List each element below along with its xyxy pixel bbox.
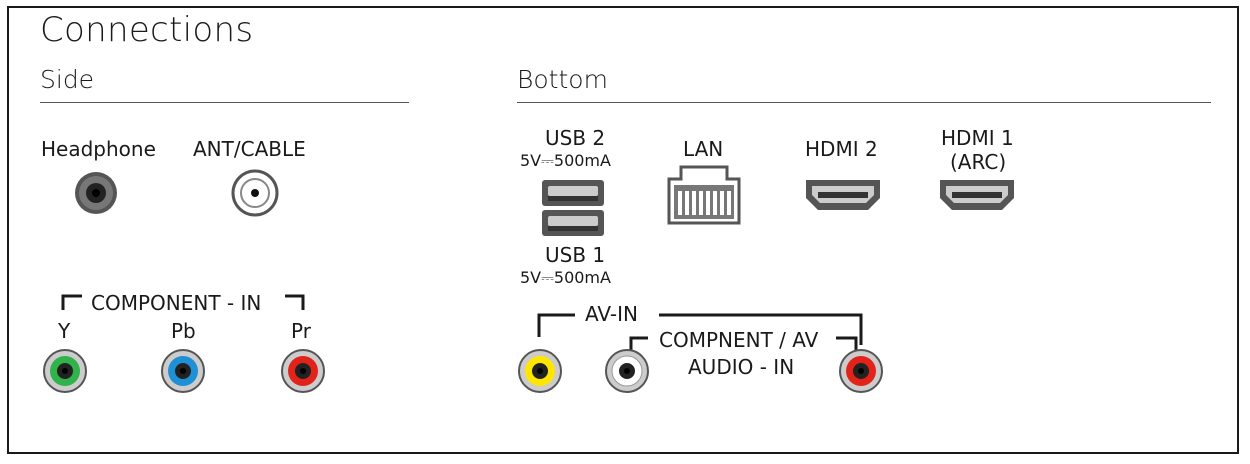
headphone-jack xyxy=(75,172,117,214)
headphone-label: Headphone xyxy=(41,137,156,161)
component-in-bracket xyxy=(61,294,305,310)
hdmi1-port-icon xyxy=(940,180,1014,210)
ant-cable-connector xyxy=(231,169,279,217)
component-pb-jack xyxy=(161,349,205,393)
bottom-divider xyxy=(517,102,1211,103)
pr-label: Pr xyxy=(291,319,311,343)
hdmi1-label: HDMI 1 xyxy=(941,126,1014,150)
lan-port-icon xyxy=(667,165,741,225)
page-title: Connections xyxy=(40,10,254,50)
y-label: Y xyxy=(58,319,71,343)
component-pr-jack xyxy=(281,349,325,393)
audio-in-label: AUDIO - IN xyxy=(688,355,795,379)
lan-label: LAN xyxy=(683,137,724,161)
ant-cable-label: ANT/CABLE xyxy=(193,137,306,161)
pb-label: Pb xyxy=(171,319,196,343)
hdmi1-arc-label: (ARC) xyxy=(950,150,1007,174)
component-in-label: COMPONENT - IN xyxy=(91,291,262,315)
audio-in-left-jack xyxy=(605,349,649,393)
side-divider xyxy=(40,102,409,103)
usb1-spec: 5V⎓500mA xyxy=(520,268,611,287)
av-in-video-jack xyxy=(518,349,562,393)
hdmi2-label: HDMI 2 xyxy=(805,137,878,161)
hdmi2-port-icon xyxy=(806,180,880,210)
section-bottom-title: Bottom xyxy=(517,65,608,94)
component-y-jack xyxy=(43,349,87,393)
av-in-bracket xyxy=(537,313,863,345)
av-in-label: AV-IN xyxy=(585,302,638,326)
usb1-label: USB 1 xyxy=(545,243,606,267)
usb-ports-icon xyxy=(542,180,604,236)
diagram-frame xyxy=(7,6,1239,454)
usb2-spec: 5V⎓500mA xyxy=(520,151,611,170)
usb2-label: USB 2 xyxy=(545,126,606,150)
audio-in-right-jack xyxy=(839,349,883,393)
compnent-av-label: COMPNENT / AV xyxy=(659,328,819,352)
compnent-av-bracket xyxy=(629,336,858,354)
section-side-title: Side xyxy=(40,65,95,94)
